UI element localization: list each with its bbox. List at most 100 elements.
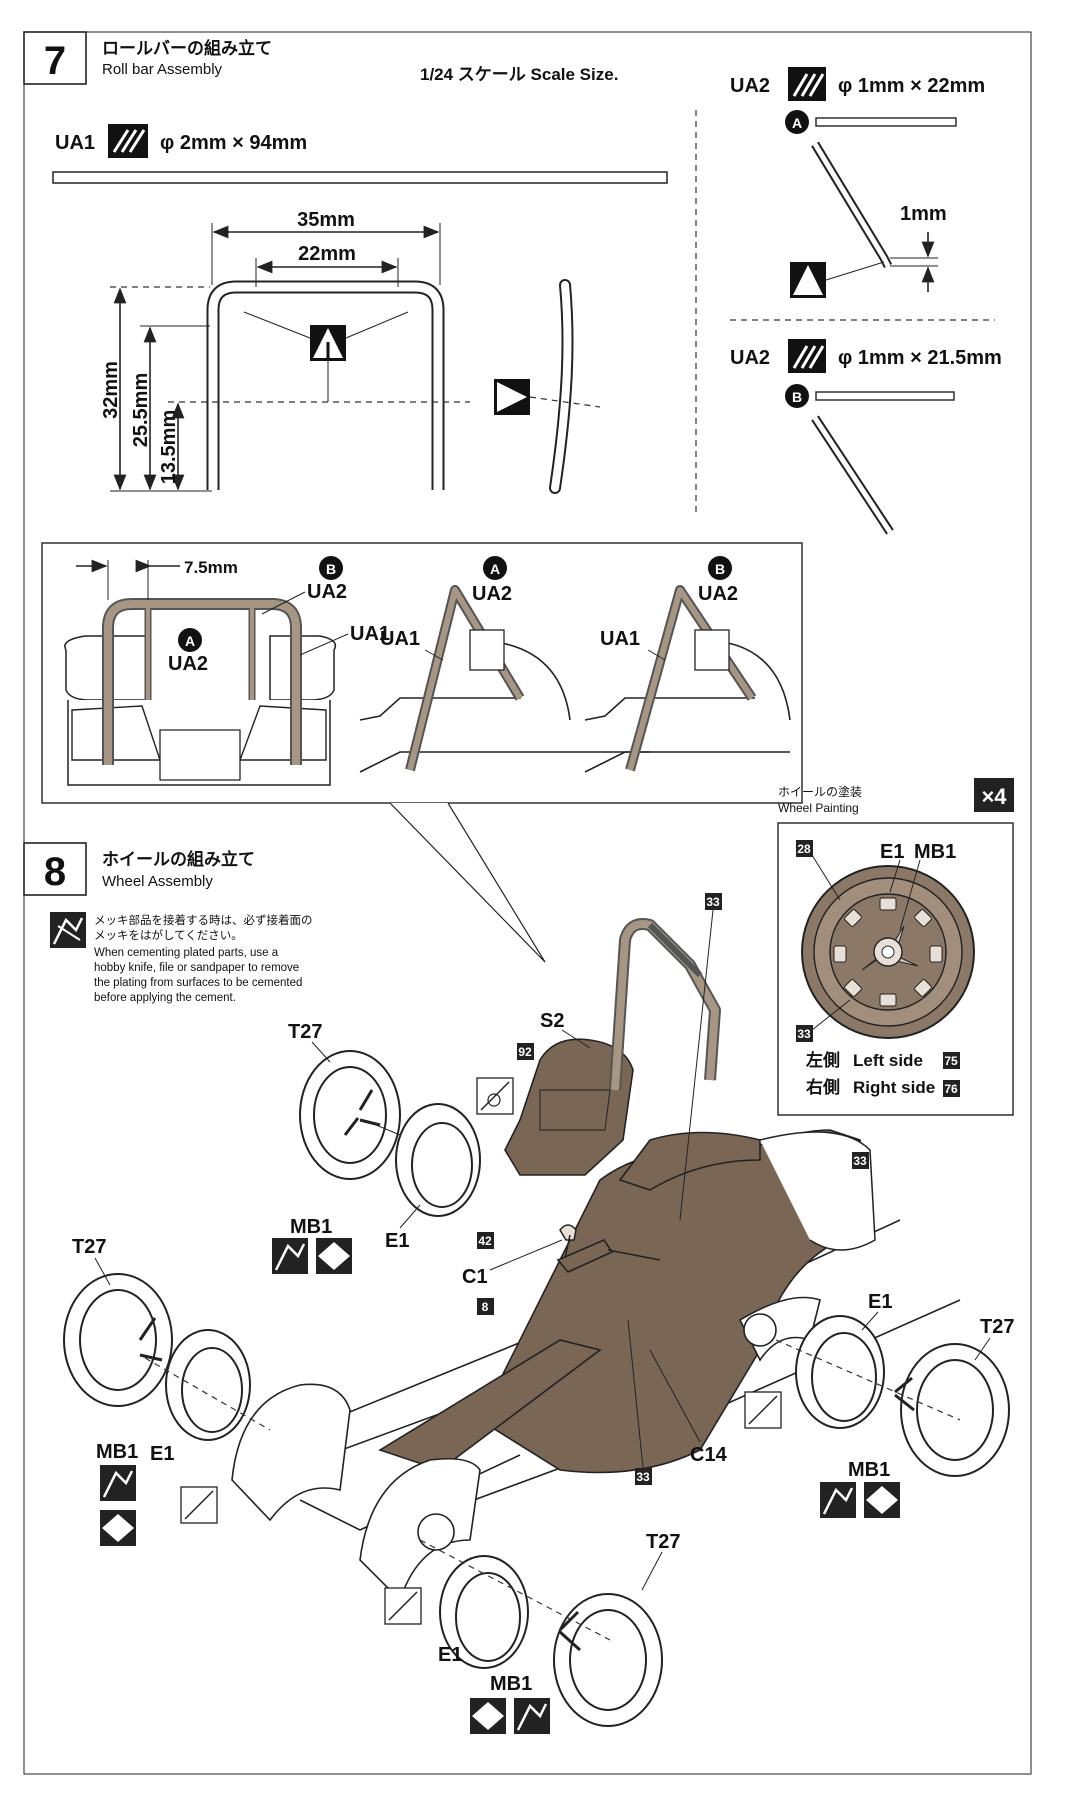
svg-text:A: A: [490, 561, 500, 577]
step-title-ja: ホイールの組み立て: [102, 849, 255, 869]
paint-code-box: [477, 1232, 494, 1249]
gear-lever-c1: [556, 1224, 661, 1273]
svg-text:左側: 左側: [806, 1050, 840, 1070]
step-8-header: 8 ホイールの組み立て Wheel Assembly: [23, 842, 255, 896]
dim-height-mid: 25.5mm: [130, 373, 152, 448]
bend-mark-icon: [310, 325, 346, 361]
wheel-group-front-left: [63, 1273, 271, 1441]
ua2-a-spec: φ 1mm × 22mm: [838, 75, 985, 97]
scale-note: 1/24 スケール Scale Size.: [420, 65, 618, 84]
dim-height-low: 13.5mm: [158, 410, 180, 485]
ua2-b-spec: φ 1mm × 21.5mm: [838, 347, 1002, 369]
svg-text:MB1: MB1: [848, 1459, 890, 1481]
svg-text:33: 33: [636, 1470, 650, 1484]
cement-icon: [470, 1698, 506, 1734]
rod-icon: [788, 339, 826, 373]
scrape-plating-icon: [100, 1465, 136, 1501]
marker-a-letter: A: [792, 115, 802, 131]
svg-text:UA1: UA1: [350, 623, 390, 645]
svg-text:T27: T27: [646, 1531, 680, 1553]
svg-text:MB1: MB1: [914, 841, 956, 863]
ua1-spec: φ 2mm × 94mm: [160, 132, 307, 154]
ua1-part: UA1 φ 2mm × 94mm: [52, 124, 668, 184]
paint-code-box: [796, 1025, 813, 1042]
wheel-rim-illustration: [801, 865, 975, 1039]
ua1-code: UA1: [55, 132, 95, 154]
cement-icon: [864, 1482, 900, 1518]
rollbar-detail-box: 7.5mm A UA2 B UA2 UA1 A UA2 UA1: [41, 542, 803, 963]
svg-text:75: 75: [944, 1054, 958, 1068]
svg-text:MB1: MB1: [96, 1441, 138, 1463]
multiplier-badge: [974, 778, 1014, 812]
scrape-plating-icon: [820, 1482, 856, 1518]
rollbar-side-view: [494, 279, 601, 494]
paint-code-box: [477, 1298, 494, 1315]
ua2-b-code: UA2: [730, 347, 770, 369]
dim-leg-spacing: 7.5mm: [184, 558, 238, 577]
cement-icon: [316, 1238, 352, 1274]
bend-mark-icon: [494, 379, 530, 415]
no-plating-icon: [476, 1077, 514, 1115]
paint-code-box: [852, 1152, 869, 1169]
step-number: 8: [44, 850, 66, 894]
svg-text:28: 28: [797, 842, 811, 856]
svg-text:B: B: [715, 561, 725, 577]
svg-text:E1: E1: [438, 1644, 462, 1666]
seat-front-illustration: 7.5mm A UA2 B UA2 UA1: [64, 556, 390, 786]
svg-text:B: B: [326, 561, 336, 577]
svg-text:UA2: UA2: [472, 583, 512, 605]
svg-text:42: 42: [478, 1234, 492, 1248]
svg-text:MB1: MB1: [290, 1216, 332, 1238]
svg-text:ホイールの塗装: ホイールの塗装: [778, 784, 862, 799]
no-plating-icon: [180, 1486, 218, 1524]
svg-text:メッキをはがしてください。: メッキをはがしてください。: [94, 928, 243, 942]
no-plating-icon: [744, 1391, 782, 1429]
svg-text:UA1: UA1: [600, 628, 640, 650]
side-illustration-a: A UA2 UA1: [359, 556, 650, 773]
svg-text:the plating from surfaces to b: the plating from surfaces to be cemented: [94, 977, 302, 989]
svg-text:E1: E1: [880, 841, 904, 863]
dim-width-inner: 22mm: [298, 243, 356, 265]
paint-code-box: [517, 1043, 534, 1060]
svg-text:T27: T27: [72, 1236, 106, 1258]
marker-a-icon: [785, 110, 809, 134]
svg-text:C1: C1: [462, 1266, 488, 1288]
caution-note: メッキ部品を接着する時は、必ず接着面の メッキをはがしてください。 When c…: [50, 912, 313, 1004]
svg-text:33: 33: [797, 1027, 811, 1041]
marker-b-icon: [785, 384, 809, 408]
paint-code-box: [635, 1468, 652, 1485]
wheel-group-rear-right: [743, 1313, 1010, 1477]
svg-text:UA2: UA2: [168, 653, 208, 675]
ua2-b-part: UA2 φ 1mm × 21.5mm B: [730, 339, 1002, 535]
chassis-assembly: S2 92 33 33 42 C1 8 C14 33: [63, 893, 1014, 1734]
ua1-rod: [52, 171, 668, 184]
ua2-a-part: UA2 φ 1mm × 22mm A 1mm: [730, 67, 985, 298]
svg-text:C14: C14: [690, 1444, 728, 1466]
rod-icon: [108, 124, 148, 158]
svg-text:UA2: UA2: [307, 581, 347, 603]
svg-text:右側: 右側: [806, 1077, 840, 1097]
svg-text:A: A: [185, 633, 195, 649]
ua2-a-rod: [815, 117, 957, 127]
svg-text:8: 8: [482, 1300, 489, 1314]
step-number-box: [23, 842, 87, 896]
bend-mark-icon: [790, 262, 826, 298]
no-plating-icon: [384, 1587, 422, 1625]
svg-text:Left side: Left side: [853, 1051, 923, 1070]
step-title-en: Wheel Assembly: [102, 873, 213, 890]
step-number-box: [23, 31, 87, 85]
scrape-plating-icon: [272, 1238, 308, 1274]
rod-icon: [788, 67, 826, 101]
wheel-painting-box: ホイールの塗装 Wheel Painting ×4 E1 MB1: [777, 778, 1014, 1116]
svg-text:メッキ部品を接着する時は、必ず接着面の: メッキ部品を接着する時は、必ず接着面の: [94, 913, 313, 927]
svg-text:T27: T27: [288, 1021, 322, 1043]
rollbar-front-view: 35mm 22mm 32mm 25.5mm 13.5mm: [100, 209, 470, 492]
dim-bend-offset: 1mm: [900, 203, 947, 225]
svg-text:E1: E1: [868, 1291, 892, 1313]
svg-text:When cementing plated parts, u: When cementing plated parts, use a: [94, 947, 279, 959]
seat-s2: [504, 1038, 634, 1176]
scrape-plating-icon: [514, 1698, 550, 1734]
rollbar-installed: [609, 918, 721, 1091]
dim-width-outer: 35mm: [297, 209, 355, 231]
